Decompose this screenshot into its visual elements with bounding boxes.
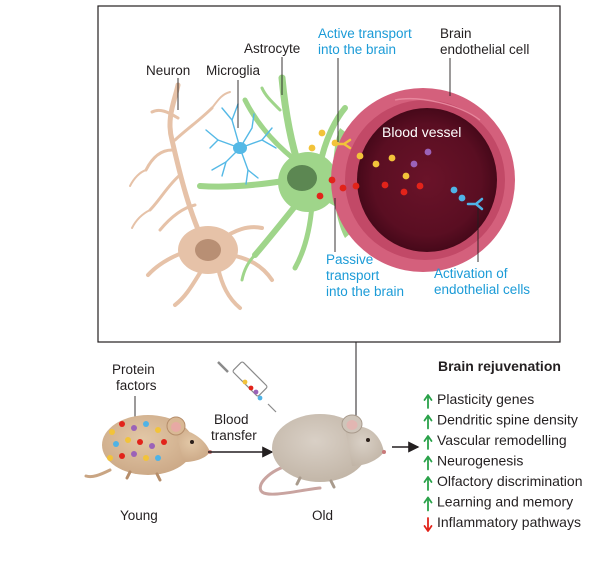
label-microglia: Microglia [206, 63, 261, 78]
label-blood-vessel: Blood vessel [382, 124, 461, 140]
up-arrow-icon [423, 394, 433, 409]
rejuvenation-item: Vascular remodelling [423, 432, 567, 450]
up-arrow-icon [423, 476, 433, 491]
rejuvenation-item: Learning and memory [423, 494, 573, 512]
label-young: Young [120, 508, 158, 523]
rejuvenation-item: Neurogenesis [423, 453, 523, 471]
active-transport-receptor [334, 138, 352, 150]
vessel-lumen [357, 108, 497, 252]
down-arrow-icon [423, 517, 433, 532]
microglia-soma [233, 142, 247, 154]
rejuvenation-item-label: Inflammatory pathways [437, 514, 581, 530]
label-blood-transfer: Blood transfer [211, 412, 257, 443]
rejuvenation-item-label: Vascular remodelling [437, 432, 567, 448]
microglia-cell [205, 103, 277, 185]
rejuvenation-item-label: Learning and memory [437, 494, 573, 510]
neuron-nucleus [195, 239, 221, 261]
up-arrow-icon [423, 414, 433, 430]
label-old: Old [312, 508, 333, 523]
up-arrow-icon [423, 496, 433, 512]
astrocyte-nucleus [287, 165, 317, 191]
young-mouse-protein-dots [107, 421, 167, 461]
label-astrocyte: Astrocyte [244, 41, 300, 56]
label-activation: Activation of endothelial cells [434, 266, 530, 297]
vessel-wall-seam [394, 98, 481, 121]
rejuvenation-title: Brain rejuvenation [438, 358, 561, 374]
label-neuron: Neuron [146, 63, 190, 78]
old-mouse [258, 414, 386, 496]
rejuvenation-item: Inflammatory pathways [423, 514, 581, 532]
rejuvenation-item: Dendritic spine density [423, 412, 578, 430]
up-arrow-icon [423, 455, 433, 471]
label-passive-transport: Passive transport into the brain [326, 252, 404, 299]
label-protein-factors: Protein factors [112, 362, 159, 393]
label-endothelial-cell: Brain endothelial cell [440, 26, 529, 57]
rejuvenation-item-label: Olfactory discrimination [437, 473, 583, 489]
leader-lines [177, 57, 479, 262]
rejuvenation-item-label: Dendritic spine density [437, 412, 578, 428]
young-mouse [84, 415, 212, 482]
up-arrow-icon [423, 435, 433, 450]
rejuvenation-item: Olfactory discrimination [423, 473, 583, 491]
rejuvenation-item: Plasticity genes [423, 391, 534, 409]
syringe-icon [217, 361, 277, 413]
rejuvenation-item-label: Plasticity genes [437, 391, 534, 407]
label-active-transport: Active transport into the brain [318, 26, 416, 57]
rejuvenation-item-label: Neurogenesis [437, 453, 523, 469]
protein-particles [308, 129, 466, 202]
endothelial-receptor [466, 197, 484, 211]
